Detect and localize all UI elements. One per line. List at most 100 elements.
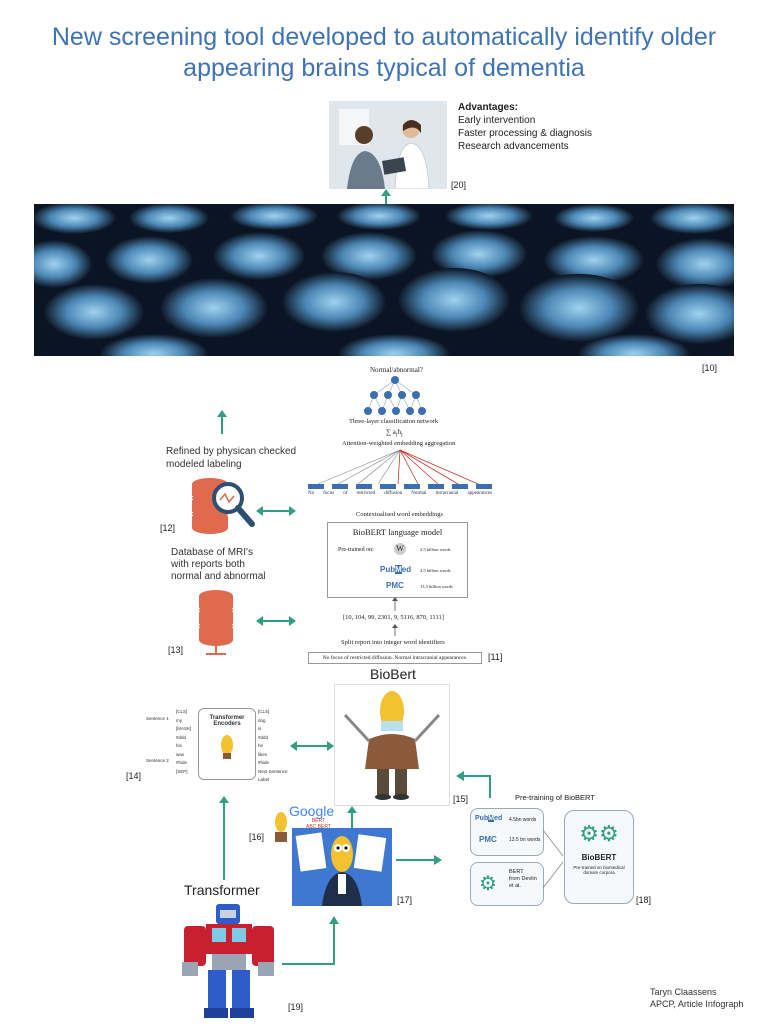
input-token: #ddd xyxy=(176,734,187,740)
database-label-line: normal and abnormal xyxy=(171,571,266,582)
arrow-right-icon xyxy=(396,855,442,865)
arrow-up-icon xyxy=(219,796,229,880)
embedding-bar xyxy=(380,484,396,489)
bert-sub-label: ABC BERT xyxy=(306,824,331,830)
bert-line: et al. xyxy=(509,883,521,889)
contextualised-label: Contextualised word embeddings xyxy=(356,511,444,518)
page-title: New screening tool developed to automati… xyxy=(0,22,768,84)
biobert-output-box: ⚙⚙ BioBERT Pre-trained on biomedical dom… xyxy=(564,810,634,904)
pretraining-title: Pre-training of BioBERT xyxy=(515,793,595,802)
arrow-up-icon xyxy=(347,806,357,828)
output-token: he xyxy=(258,743,264,748)
output-token: [CLS] xyxy=(258,709,270,714)
reference-14: [14] xyxy=(126,771,142,781)
embedding-bar xyxy=(476,484,492,489)
token: focus xyxy=(323,491,335,496)
title-line-1: New screening tool developed to automati… xyxy=(51,23,717,51)
token: intracranial xyxy=(435,491,459,496)
output-token: #hide xyxy=(258,760,270,765)
biobert-desc-line: Pre-trained on biomedical xyxy=(573,865,625,870)
token: diffusion xyxy=(384,491,403,496)
embedding-bar xyxy=(404,484,420,489)
reference-13: [13] xyxy=(168,645,184,655)
bert-line: from Devlin xyxy=(509,876,537,882)
gear-icon: ⚙ xyxy=(479,873,497,895)
output-token: dog xyxy=(258,717,266,723)
reference-10: [10] xyxy=(702,363,718,373)
biobert-output-title: BioBERT xyxy=(581,853,617,862)
bert-cartoon-image xyxy=(292,828,392,906)
double-arrow-icon xyxy=(256,506,296,516)
embedding-bar xyxy=(452,484,468,489)
arrow-up-icon xyxy=(381,189,391,205)
aggregation-label: Attention-weighted embedding aggregation xyxy=(342,440,456,447)
token: of xyxy=(343,491,348,496)
corpora-box: PubMed 4.5bn words PMC 13.5 bn words xyxy=(470,808,544,856)
transformer-diagram: Sentence 1 Sentence 2 [CLS] my [MASK] #d… xyxy=(146,706,296,782)
transformer-encoders-box: Transformer Encoders xyxy=(198,708,256,780)
advantages-block: Advantages: Early intervention Faster pr… xyxy=(458,101,592,153)
arrow-up-icon xyxy=(217,410,227,434)
advantage-item: Research advancements xyxy=(458,141,569,152)
report-text-box: No focus of restricted diffusion. Normal… xyxy=(308,652,482,664)
sentence-1-label: Sentence 1 xyxy=(146,716,169,721)
input-token: was xyxy=(176,751,185,757)
bert-label: BERT xyxy=(311,818,326,824)
database-label-line: Database of MRI's xyxy=(171,547,253,558)
biobert-character xyxy=(334,684,450,806)
token: appearances xyxy=(467,491,492,496)
token-row: No focus of restricted diffusion Normal … xyxy=(308,484,492,504)
biobert-model-title: BioBERT language model xyxy=(352,527,443,537)
database-label-line: with reports both xyxy=(171,559,245,570)
database-search-icon xyxy=(192,478,255,534)
reference-19: [19] xyxy=(288,1002,304,1012)
reference-17: [17] xyxy=(397,895,413,905)
refined-label-line: Refined by physican checked xyxy=(166,446,297,457)
reference-20: [20] xyxy=(451,180,467,190)
neural-network-icon xyxy=(364,376,426,415)
arrow-up-icon xyxy=(392,597,398,611)
biobert-model-box: BioBERT language model Pre-trained on: W… xyxy=(327,522,468,598)
biobert-desc-line: domain corpora xyxy=(583,870,615,875)
output-token: likes xyxy=(258,751,268,757)
output-token: Next Sentence Label xyxy=(258,768,288,783)
input-token: [SEP] xyxy=(176,768,188,774)
reference-18: [18] xyxy=(636,895,652,905)
split-label: Split report into integer word identifie… xyxy=(341,639,445,646)
gear-icon: ⚙⚙ xyxy=(579,821,619,846)
attention-lines xyxy=(317,449,479,485)
normal-abnormal-label: Normal/abnormal? xyxy=(370,366,423,374)
pretrained-on-label: Pre-trained on: xyxy=(338,547,374,553)
three-layer-label: Three-layer classification network xyxy=(349,418,439,425)
mri-scans-banner xyxy=(34,204,734,356)
word-ids: [10, 104, 99, 2301, 9, 5116, 870, 1111] xyxy=(343,614,444,621)
pmc-logo: PMC xyxy=(386,581,404,590)
pmc-words: 13.5 bn words xyxy=(509,837,541,843)
advantages-heading: Advantages: xyxy=(458,102,519,113)
title-line-2: appearing brains typical of dementia xyxy=(183,54,585,82)
refined-label: Refined by physican checked modeled labe… xyxy=(166,445,296,471)
input-token: my xyxy=(176,717,182,723)
reference-11: [11] xyxy=(488,652,503,662)
pmc-logo: PMC xyxy=(479,835,497,844)
embedding-bar xyxy=(356,484,372,489)
pubmed-logo: PubMed xyxy=(475,815,503,822)
transformer-label: Transformer xyxy=(184,882,260,898)
database-label: Database of MRI's with reports both norm… xyxy=(171,547,266,583)
arrow-up-icon xyxy=(392,624,398,636)
pubmed-logo: PubMed xyxy=(380,565,412,574)
token: restricted xyxy=(356,491,376,496)
pubmed-words: 4.5 billion words xyxy=(420,568,451,573)
google-logo: Google xyxy=(289,803,335,819)
reference-15: [15] xyxy=(453,794,469,804)
sum-symbol: ∑ aihi xyxy=(386,428,403,439)
merge-arrows-icon xyxy=(543,829,564,889)
bert-line: BERT xyxy=(509,869,524,875)
bert-mini-character-icon xyxy=(275,812,287,842)
wikipedia-icon: W xyxy=(394,543,406,555)
advantage-item: Early intervention xyxy=(458,115,536,126)
doctor-patient-photo xyxy=(329,101,447,189)
credit-line: Taryn Claassens xyxy=(650,987,717,997)
refined-label-line: modeled labeling xyxy=(166,459,242,470)
embedding-bar xyxy=(308,484,324,489)
